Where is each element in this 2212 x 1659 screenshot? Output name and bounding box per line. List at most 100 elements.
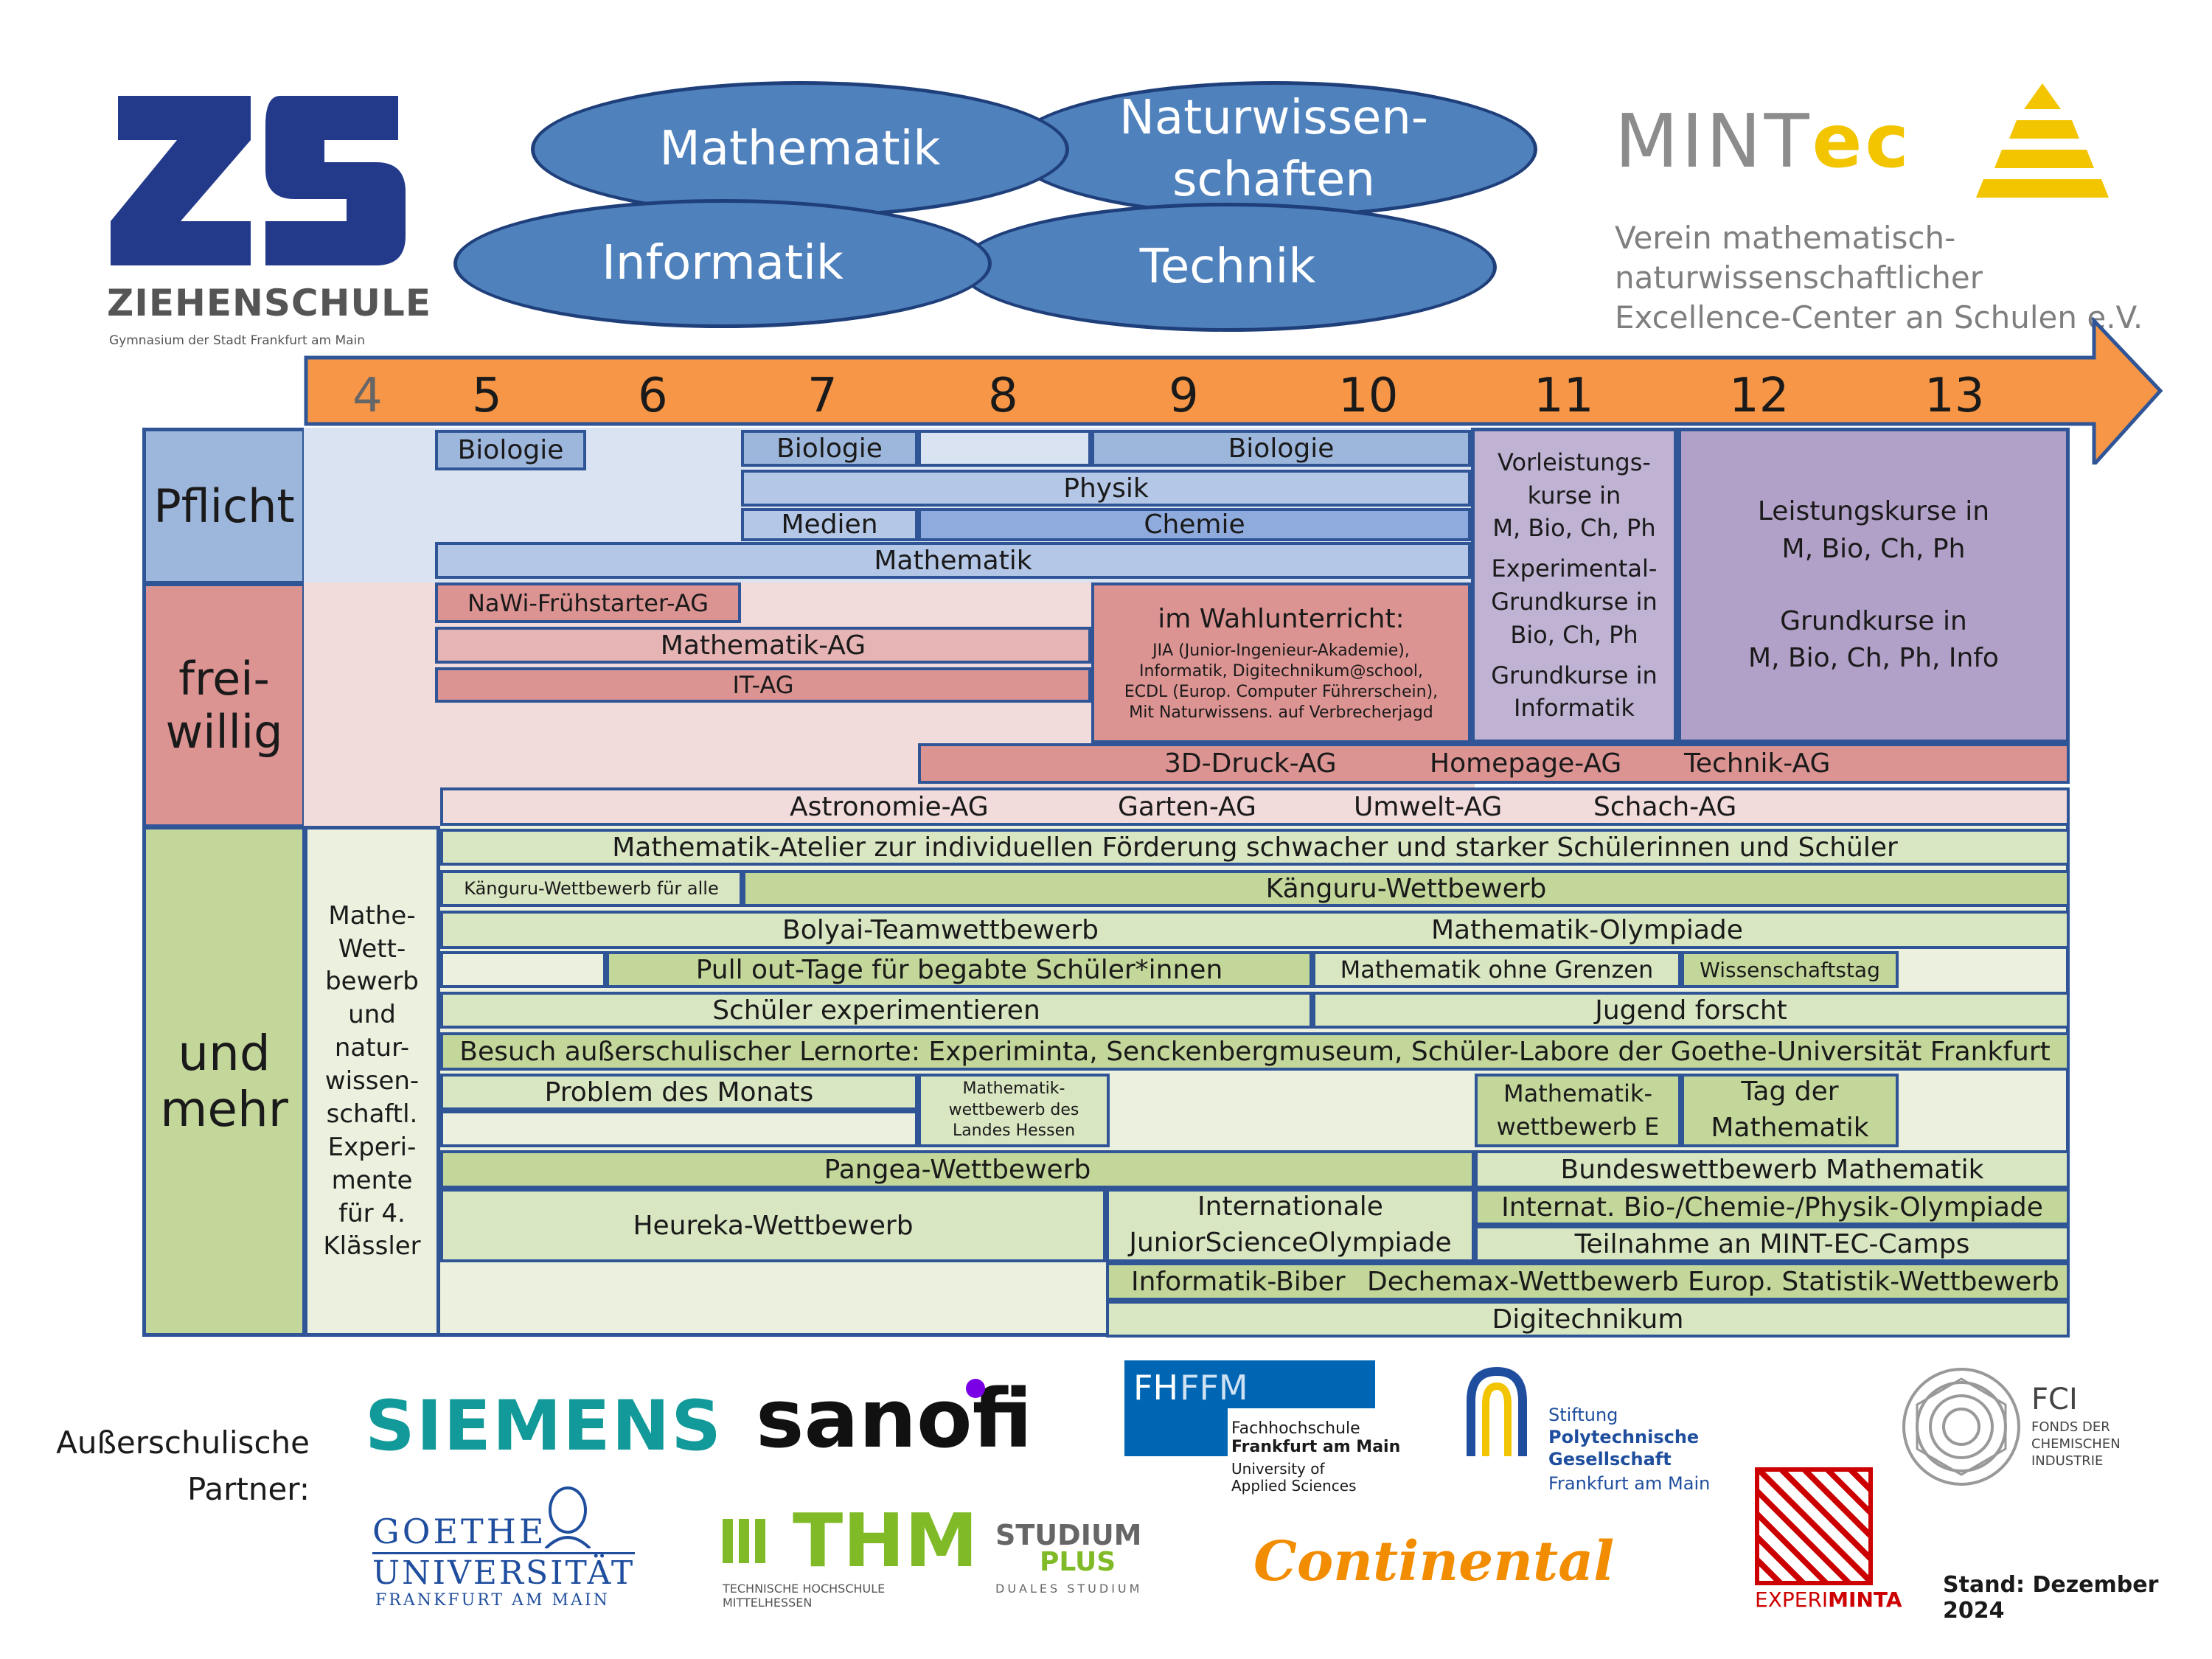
grade-10: 10	[1338, 369, 1399, 423]
ag-row-technik: 3D-Druck-AG Homepage-AG Technik-AG	[918, 743, 2070, 784]
category-freiwillig: frei-willig	[142, 582, 306, 828]
astronomie-ag: Astronomie-AG	[790, 791, 989, 822]
studium-plus-logo: STUDIUM PLUS DUALES STUDIUM	[995, 1519, 1143, 1596]
sanofi-logo: sanofi	[756, 1371, 1033, 1466]
it-ag: IT-AG	[435, 667, 1091, 703]
problem-des-monats: Problem des Monats	[440, 1074, 918, 1110]
mintec-line-2: naturwissenschaftlicher	[1615, 260, 1983, 296]
continental-logo: Continental	[1253, 1530, 1615, 1593]
grade-7: 7	[807, 369, 838, 423]
polytechnische-logo: Stiftung Polytechnische Gesellschaft Fra…	[1460, 1364, 1725, 1512]
thm-logo: THM TECHNISCHE HOCHSCHULE MITTELHESSEN	[723, 1498, 978, 1610]
mathematik-ohne-grenzen: Mathematik ohne Grenzen	[1312, 951, 1681, 988]
pflicht-biologie-7: Biologie	[741, 430, 918, 467]
bolyai-teamwettbewerb: Bolyai-Teamwettbewerb	[782, 914, 1099, 945]
mint-ec-camps: Teilnahme an MINT-EC-Camps	[1475, 1225, 2070, 1262]
schueler-experimentieren: Schüler experimentieren	[440, 992, 1312, 1029]
pullout-empty	[440, 951, 606, 988]
thm-dots-icon	[723, 1519, 767, 1563]
pull-out-tage: Pull out-Tage für begabte Schüler*innen	[606, 951, 1312, 988]
partners-label: Außerschulische Partner:	[56, 1425, 310, 1507]
arch-icon	[1467, 1366, 1527, 1456]
mintec-logo: MINTec Verein mathematisch- naturwissens…	[1615, 74, 2175, 347]
grade-11: 11	[1534, 369, 1594, 423]
wettbewerb-row-bolyai: Bolyai-Teamwettbewerb Mathematik-Olympia…	[440, 911, 2070, 949]
grade-12: 12	[1729, 369, 1790, 423]
wettbewerb-row-biber: Informatik-Biber Dechemax-Wettbewerb Eur…	[1106, 1262, 2070, 1301]
school-subtitle: Gymnasium der Stadt Frankfurt am Main	[109, 333, 366, 348]
grade-5: 5	[472, 369, 502, 423]
ausserschulische-lernorte: Besuch außerschulischer Lernorte: Experi…	[440, 1032, 2070, 1071]
umwelt-ag: Umwelt-AG	[1354, 791, 1503, 822]
wahlunterricht: im Wahlunterricht: JIA (Junior-Ingenieur…	[1091, 582, 1471, 743]
statistik-wettbewerb: Europ. Statistik-Wettbewerb	[1688, 1266, 2059, 1297]
ellipse-naturwissenschaften: Naturwissen-schaften	[1010, 81, 1537, 218]
ziehenschule-logo: ZIEHENSCHULE Gymnasium der Stadt Frankfu…	[103, 88, 431, 354]
experiminta-logo: EXPERIMINTA	[1755, 1467, 1902, 1615]
pflicht-empty-8	[918, 430, 1091, 467]
technik-ag: Technik-AG	[1684, 748, 1831, 779]
grade-arrow	[304, 317, 2163, 465]
grade-8: 8	[988, 369, 1018, 423]
mathematikwettbewerb-e: Mathematik-wettbewerb E	[1475, 1074, 1681, 1147]
pangea-wettbewerb: Pangea-Wettbewerb	[440, 1150, 1475, 1189]
mintec-line-3: Excellence-Center an Schulen e.V.	[1615, 299, 2143, 335]
jugend-forscht: Jugend forscht	[1312, 992, 2070, 1029]
mathematik-atelier: Mathematik-Atelier zur individuellen För…	[440, 829, 2070, 866]
pflicht-mathematik: Mathematik	[435, 542, 1471, 579]
pflicht-medien: Medien	[741, 508, 918, 541]
stand-date: Stand: Dezember 2024	[1943, 1572, 2159, 1624]
siemens-logo: SIEMENS	[365, 1386, 723, 1467]
garten-ag: Garten-AG	[1118, 791, 1256, 822]
mintec-line-1: Verein mathematisch-	[1615, 220, 1956, 256]
informatik-biber: Informatik-Biber	[1131, 1266, 1346, 1297]
ag-row-astronomie: Astronomie-AG Garten-AG Umwelt-AG Schach…	[440, 787, 2070, 826]
mathematik-ag: Mathematik-AG	[435, 627, 1091, 664]
mathematik-olympiade: Mathematik-Olympiade	[1431, 914, 1743, 945]
pyramid-icon	[1976, 83, 2109, 198]
goethe-portrait-icon	[544, 1486, 591, 1548]
fci-logo: FCI FONDS DER CHEMISCHEN INDUSTRIE	[1899, 1364, 2149, 1497]
fci-emblem-icon	[1902, 1368, 2020, 1486]
digitechnikum: Digitechnikum	[1106, 1301, 2070, 1338]
kaenguru-fuer-alle: Känguru-Wettbewerb für alle	[440, 870, 742, 907]
zs-mark-icon	[111, 96, 406, 265]
bundeswettbewerb-mathematik: Bundeswettbewerb Mathematik	[1475, 1150, 2070, 1189]
nawi-fruehstarter-ag: NaWi-Frühstarter-AG	[435, 582, 741, 623]
mintec-brand-ec: ec	[1812, 98, 1912, 184]
experiminta-emblem-icon	[1755, 1467, 1873, 1585]
ellipse-mathematik: Mathematik	[531, 81, 1069, 218]
problem-empty	[440, 1110, 918, 1147]
kaenguru-wettbewerb: Känguru-Wettbewerb	[742, 870, 2070, 907]
heureka-wettbewerb: Heureka-Wettbewerb	[440, 1189, 1106, 1262]
ellipse-informatik: Informatik	[453, 199, 992, 328]
homepage-ag: Homepage-AG	[1430, 748, 1622, 779]
schach-ag: Schach-AG	[1593, 791, 1737, 822]
grade-6: 6	[638, 369, 668, 423]
sanofi-dot-icon	[966, 1379, 985, 1398]
category-pflicht: Pflicht	[142, 428, 306, 585]
pflicht-chemie: Chemie	[918, 508, 1471, 541]
pflicht-biologie-5: Biologie	[435, 430, 586, 470]
grade-13: 13	[1924, 369, 1985, 423]
pflicht-physik: Physik	[741, 470, 1471, 507]
fh-ffm-logo: FH FFM Fachhochschule Frankfurt am Main …	[1124, 1360, 1405, 1508]
3d-druck-ag: 3D-Druck-AG	[1164, 748, 1337, 779]
internat-olympiade: Internat. Bio-/Chemie-/Physik-Olympiade	[1475, 1189, 2070, 1225]
pflicht-biologie-9: Biologie	[1091, 430, 1471, 467]
school-name: ZIEHENSCHULE	[107, 282, 432, 324]
wissenschaftstag: Wissenschaftstag	[1681, 951, 1899, 988]
mintec-brand-mint: MINT	[1615, 98, 1812, 184]
ellipse-technik: Technik	[959, 203, 1497, 332]
goethe-universitaet-logo: GOETHE UNIVERSITÄT FRANKFURT AM MAIN	[372, 1482, 638, 1611]
dechemax-wettbewerb: Dechemax-Wettbewerb	[1367, 1266, 1679, 1297]
grade-9: 9	[1169, 369, 1199, 423]
grade-4: 4	[352, 369, 383, 423]
